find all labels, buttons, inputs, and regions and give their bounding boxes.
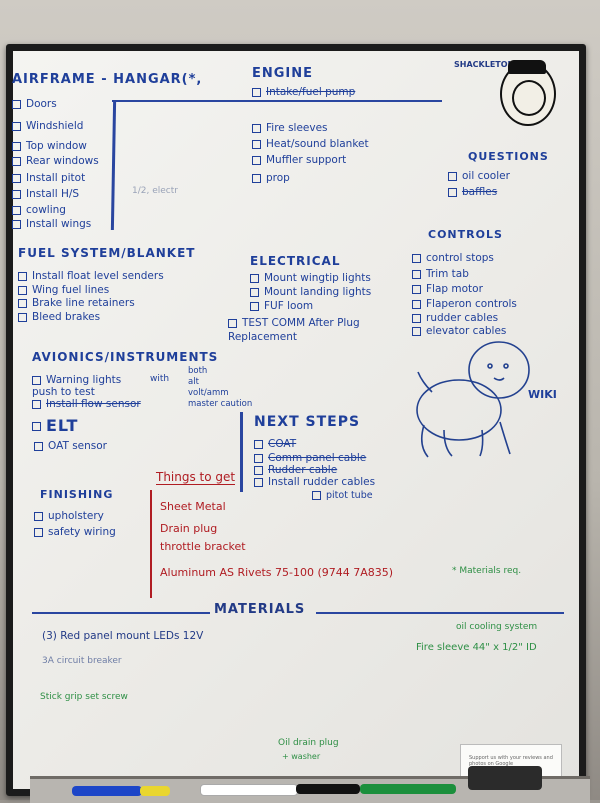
next-steps-item: pitot tube [312, 490, 373, 501]
airframe-note: 1/2, electr [132, 186, 178, 196]
controls-item: Flaperon controls [412, 298, 517, 310]
next-steps-item: Comm panel cable [254, 452, 366, 464]
materials-item: 3A circuit breaker [42, 656, 122, 666]
materials-item: + washer [282, 752, 321, 761]
avionics-item: Warning lights push to test [32, 374, 122, 398]
airframe-title: AIRFRAME - HANGAR(*, [12, 72, 203, 87]
avionics-with-item: both [188, 366, 208, 376]
things-item: Drain plug [160, 522, 218, 535]
materials-line-left [32, 612, 210, 614]
fuel-item: Bleed brakes [18, 311, 100, 323]
materials-item: oil cooling system [456, 622, 538, 632]
green-marker[interactable] [360, 784, 456, 794]
materials-line-right [316, 612, 564, 614]
avionics-item: OAT sensor [34, 440, 107, 452]
dog-drawing [416, 341, 530, 458]
engine-item: Intake/fuel pump [252, 86, 355, 98]
materials-req-note: * Materials req. [452, 566, 522, 576]
electrical-item: Mount wingtip lights [250, 272, 371, 284]
next-steps-title: NEXT STEPS [254, 414, 361, 430]
electrical-item: TEST COMM After Plug Replacement [228, 317, 360, 343]
fuel-item: Install float level senders [18, 270, 164, 282]
airframe-item: Top window [12, 140, 87, 152]
next-steps-bracket-line [240, 412, 243, 492]
things-item: throttle bracket [160, 540, 246, 553]
engine-item: Fire sleeves [252, 122, 328, 134]
engine-item: prop [252, 172, 290, 184]
things-item: Sheet Metal [160, 500, 226, 513]
mascot-logo [500, 60, 556, 126]
airframe-item: Rear windows [12, 155, 99, 167]
shackleton-label: SHACKLETON [454, 60, 515, 69]
avionics-title: AVIONICS/INSTRUMENTS [32, 350, 219, 364]
avionics-item: Install flow sensor [32, 398, 141, 410]
materials-title: MATERIALS [214, 602, 306, 617]
finishing-title: FINISHING [40, 488, 114, 501]
next-steps-item: Install rudder cables [254, 476, 375, 488]
avionics-item: ELT [32, 416, 78, 435]
finishing-item: upholstery [34, 510, 104, 522]
engine-item: Muffler support [252, 154, 346, 166]
fuel-item: Brake line retainers [18, 297, 135, 309]
controls-item: Flap motor [412, 283, 483, 295]
airframe-item: Install H/S [12, 188, 79, 200]
materials-item: Stick grip set screw [40, 692, 128, 702]
questions-title: QUESTIONS [468, 150, 549, 163]
wiki-label: WIKI [528, 388, 557, 401]
materials-item: Fire sleeve 44" x 1/2" ID [416, 642, 537, 653]
electrical-title: ELECTRICAL [250, 254, 341, 268]
next-steps-item: Rudder cable [254, 464, 337, 476]
things-title: Things to get [156, 470, 236, 485]
yellow-marker[interactable] [140, 786, 170, 796]
airframe-item: Install wings [12, 218, 91, 230]
controls-item: control stops [412, 252, 494, 264]
avionics-with-label: with [150, 374, 170, 384]
engine-item: Heat/sound blanket [252, 138, 369, 150]
engine-title: ENGINE [252, 66, 314, 81]
avionics-with-item: alt [188, 377, 199, 387]
controls-item: rudder cables [412, 312, 498, 324]
materials-item: Oil drain plug [278, 738, 339, 748]
eraser[interactable] [468, 766, 542, 790]
materials-item: (3) Red panel mount LEDs 12V [42, 630, 204, 642]
avionics-with-item: master caution [188, 399, 253, 409]
questions-item: oil cooler [448, 170, 510, 182]
airframe-item: cowling [12, 204, 66, 216]
controls-title: CONTROLS [428, 228, 503, 241]
things-item: Aluminum AS Rivets 75-100 (9744 7A835) [160, 566, 394, 579]
things-bracket-line [150, 490, 152, 598]
review-magnet-text: Support us with your reviews and photos … [469, 755, 553, 767]
airframe-item: Windshield [12, 120, 83, 132]
electrical-item: FUF loom [250, 300, 313, 312]
avionics-with-item: volt/amm [188, 388, 229, 398]
blue-marker[interactable] [72, 786, 142, 796]
questions-item: baffles [448, 186, 497, 198]
fuel-title: FUEL SYSTEM/BLANKET [18, 246, 196, 260]
airframe-item: Doors [12, 98, 57, 110]
controls-item: Trim tab [412, 268, 469, 280]
black-marker[interactable] [296, 784, 360, 794]
controls-item: elevator cables [412, 325, 506, 337]
next-steps-item: COAT [254, 438, 296, 450]
white-marker[interactable] [200, 784, 298, 796]
fuel-item: Wing fuel lines [18, 284, 109, 296]
airframe-item: Install pitot [12, 172, 85, 184]
whiteboard [6, 44, 586, 796]
electrical-item: Mount landing lights [250, 286, 371, 298]
top-divider-line [112, 100, 442, 102]
finishing-item: safety wiring [34, 526, 116, 538]
